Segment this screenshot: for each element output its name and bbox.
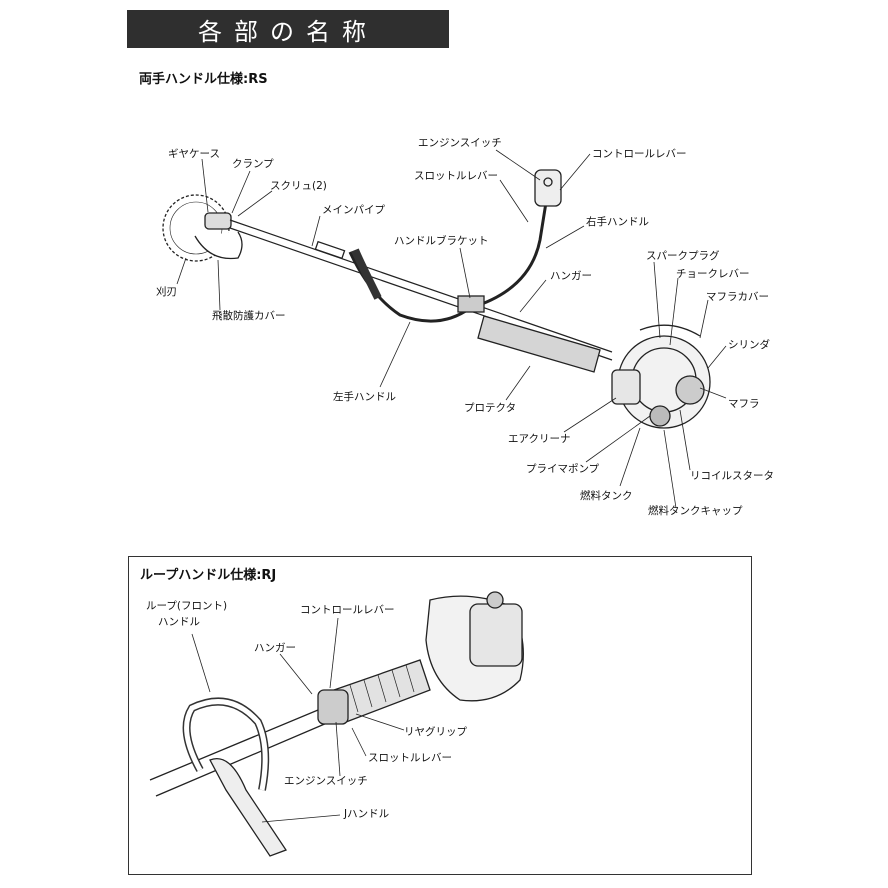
main-pipe-icon — [229, 219, 613, 353]
label-scatter-guard: 飛散防護カバー — [212, 310, 286, 322]
label-gear-case: ギヤケース — [168, 148, 220, 160]
rj-label-j-handle: Jハンドル — [344, 808, 390, 820]
label-main-pipe: メインパイプ — [322, 204, 385, 216]
label-screw: スクリュ(2) — [270, 180, 327, 192]
rj-label-rear-grip: リヤグリップ — [404, 726, 467, 738]
label-muffler: マフラ — [728, 398, 760, 410]
right-handle-icon — [469, 189, 550, 310]
label-engine-switch: エンジンスイッチ — [418, 137, 502, 149]
label-hanger: ハンガー — [550, 270, 592, 282]
rj-label-loop-handle-2: ハンドル — [158, 616, 200, 628]
label-handle-bracket: ハンドルブラケット — [394, 235, 489, 247]
label-fuel-tank: 燃料タンク — [580, 490, 633, 502]
label-spark-plug: スパークプラグ — [646, 250, 720, 262]
label-throttle-lever: スロットルレバー — [414, 170, 498, 182]
protector-icon — [477, 315, 601, 373]
rj-frame — [128, 556, 752, 875]
label-air-cleaner: エアクリーナ — [508, 433, 571, 445]
label-blade: 刈刃 — [156, 286, 177, 298]
label-cylinder: シリンダ — [728, 339, 770, 351]
label-muffler-cover: マフラカバー — [706, 291, 769, 303]
rj-label-control-lever: コントロールレバー — [300, 604, 395, 616]
label-protector: プロテクタ — [464, 402, 517, 414]
rj-label-engine-switch: エンジンスイッチ — [284, 775, 368, 787]
label-left-handle: 左手ハンドル — [333, 391, 396, 403]
label-clamp: クランプ — [232, 158, 274, 170]
rj-label-hanger: ハンガー — [254, 642, 296, 654]
label-right-handle: 右手ハンドル — [586, 216, 649, 228]
rj-heading: ループハンドル仕様:RJ — [140, 568, 277, 583]
label-control-lever: コントロールレバー — [592, 148, 687, 160]
rj-label-loop-handle-1: ループ(フロント) — [146, 600, 228, 612]
label-choke-lever: チョークレバー — [676, 268, 750, 280]
rs-diagram — [162, 149, 727, 509]
rj-label-throttle-lever: スロットルレバー — [368, 752, 452, 764]
label-fuel-tank-cap: 燃料タンクキャップ — [648, 505, 743, 517]
guard-icon — [194, 231, 243, 260]
page-title: 各部の名称 — [127, 10, 449, 48]
label-recoil-starter: リコイルスタータ — [690, 470, 774, 482]
rs-heading: 両手ハンドル仕様:RS — [139, 72, 268, 87]
label-primer-pump: プライマポンプ — [526, 463, 600, 475]
